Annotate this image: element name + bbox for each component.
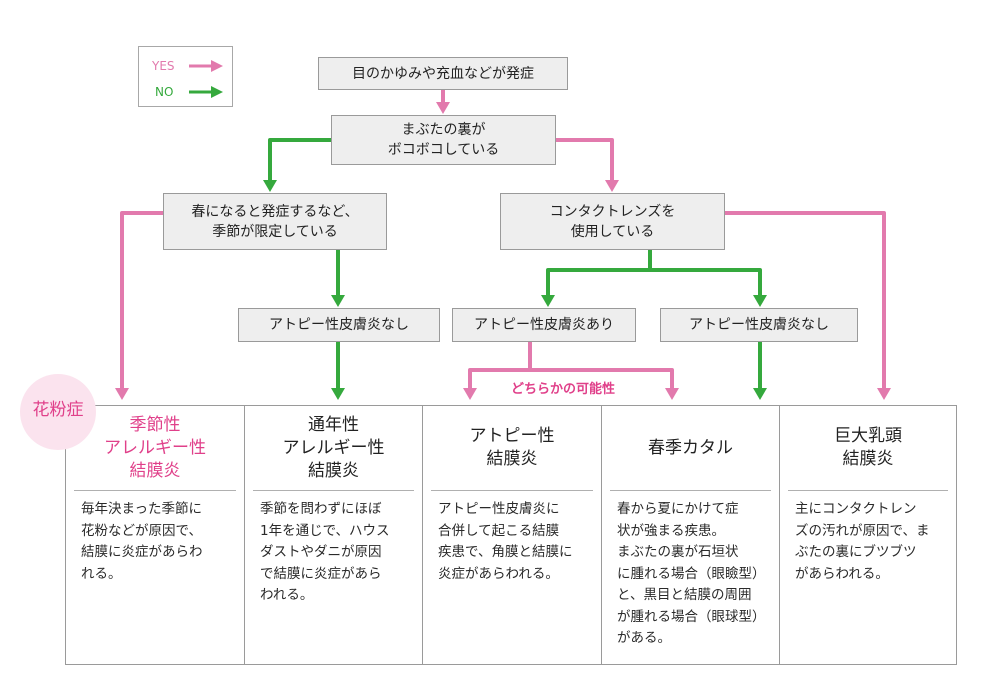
legend-no-arrow-icon: [189, 86, 223, 98]
result-divider: [431, 490, 593, 491]
arrow-eyelid-to-seasonal-head: [263, 180, 277, 192]
legend-yes-label: YES: [152, 59, 175, 73]
result-column-spring-catarrh: 春季カタル 春から夏にかけて症 状が強まる疾患。 まぶたの裏が石垣状 に腫れる場…: [601, 406, 779, 664]
arrow-eyelid-to-seasonal: [263, 138, 331, 192]
arrow-contact-lens-to-giant-papillary: [725, 211, 891, 400]
result-divider: [788, 490, 948, 491]
arrow-atopy-none-left-to-perennial-allergy-head: [331, 388, 345, 400]
either-possibility-label: どちらかの可能性: [510, 382, 615, 397]
result-description: 春から夏にかけて症 状が強まる疾患。 まぶたの裏が石垣状 に腫れる場合（眼瞼型）…: [617, 501, 766, 646]
node-contact-lens: コンタクトレンズを 使用している: [500, 193, 725, 250]
arrow-contact-lens-to-giant-papillary-head: [877, 388, 891, 400]
arrow-atopy-none-right-to-spring-catarrh: [753, 342, 767, 400]
arrow-seasonal-to-seasonal-allergy: [115, 211, 163, 400]
arrow-atopy-yes-to-atopic-line: [468, 342, 532, 389]
node-eyelid-bumpy: まぶたの裏が ボコボコしている: [331, 115, 556, 165]
arrow-contact-lens-to-atopy-none-right-line: [650, 268, 762, 296]
result-description: 季節を問わずにほぼ 1年を通じで、ハウス ダストやダニが原因 で結膜に炎症があら…: [260, 501, 390, 603]
result-column-giant-papillary: 巨大乳頭 結膜炎 主にコンタクトレン ズの汚れが原因で、ま ぶたの裏にブツブツ …: [779, 406, 956, 664]
result-title: 通年性 アレルギー性 結膜炎: [282, 414, 385, 481]
arrow-contact-lens-to-atopy-yes: [541, 250, 652, 307]
arrow-contact-lens-to-atopy-yes-line: [546, 250, 652, 296]
arrow-contact-lens-to-atopy-none-right-head: [753, 295, 767, 307]
result-title: 春季カタル: [648, 437, 733, 458]
arrow-eyelid-to-seasonal-line: [268, 138, 331, 181]
arrow-start-to-eyelid: [436, 90, 450, 114]
result-title: アトピー性 結膜炎: [469, 426, 555, 469]
arrow-atopy-yes-to-spring-catarrh-head: [665, 388, 679, 400]
arrow-atopy-yes-to-atopic-head: [463, 388, 477, 400]
result-divider: [610, 490, 771, 491]
node-atopy-none-right: アトピー性皮膚炎なし: [660, 308, 858, 342]
arrow-contact-lens-to-giant-papillary-line: [725, 211, 886, 389]
legend-yes-arrow-head: [211, 60, 223, 72]
arrow-seasonal-to-seasonal-allergy-head: [115, 388, 129, 400]
pollen-allergy-badge: 花粉症: [20, 374, 96, 450]
arrow-atopy-none-left-to-perennial-allergy: [331, 342, 345, 400]
result-column-perennial-allergic: 通年性 アレルギー性 結膜炎 季節を問わずにほぼ 1年を通じで、ハウス ダストや…: [244, 406, 422, 664]
arrow-contact-lens-to-atopy-none-right: [650, 268, 767, 307]
arrow-atopy-none-right-to-spring-catarrh-head: [753, 388, 767, 400]
arrow-atopy-yes-to-atopic: [463, 342, 532, 400]
result-table: 季節性 アレルギー性 結膜炎 毎年決まった季節に 花粉などが原因で、 結膜に炎症…: [65, 405, 957, 665]
result-description: 主にコンタクトレン ズの汚れが原因で、ま ぶたの裏にブツブツ があらわれる。: [795, 501, 930, 582]
arrow-eyelid-to-contact-lens-head: [605, 180, 619, 192]
arrow-seasonal-to-atopy-none-left: [331, 250, 345, 307]
result-divider: [74, 490, 236, 491]
arrow-atopy-yes-to-spring-catarrh-line: [530, 368, 674, 389]
arrow-seasonal-to-seasonal-allergy-line: [120, 211, 163, 389]
legend: YES NO: [138, 46, 233, 107]
arrow-eyelid-to-contact-lens: [556, 138, 619, 192]
legend-yes-arrow-icon: [189, 60, 223, 72]
result-description: 毎年決まった季節に 花粉などが原因で、 結膜に炎症があらわ れる。: [81, 501, 203, 582]
arrow-start-to-eyelid-head: [436, 102, 450, 114]
legend-no-arrow-head: [211, 86, 223, 98]
node-atopy-yes: アトピー性皮膚炎あり: [452, 308, 636, 342]
result-description: アトピー性皮膚炎に 合併して起こる結膜 疾患で、角膜と結膜に 炎症があらわれる。: [438, 501, 573, 582]
result-title: 巨大乳頭 結膜炎: [834, 426, 902, 469]
arrow-contact-lens-to-atopy-yes-head: [541, 295, 555, 307]
result-column-atopic: アトピー性 結膜炎 アトピー性皮膚炎に 合併して起こる結膜 疾患で、角膜と結膜に…: [422, 406, 601, 664]
node-start-symptoms: 目のかゆみや充血などが発症: [318, 57, 568, 90]
arrow-eyelid-to-contact-lens-line: [556, 138, 614, 181]
node-seasonal-onset: 春になると発症するなど、 季節が限定している: [163, 193, 387, 250]
legend-no-label: NO: [155, 85, 174, 99]
result-divider: [253, 490, 414, 491]
result-column-seasonal-allergic: 季節性 アレルギー性 結膜炎 毎年決まった季節に 花粉などが原因で、 結膜に炎症…: [66, 406, 244, 664]
arrow-seasonal-to-atopy-none-left-head: [331, 295, 345, 307]
arrow-atopy-yes-to-spring-catarrh: [530, 368, 679, 400]
result-title: 季節性 アレルギー性 結膜炎: [104, 414, 206, 481]
node-atopy-none-left: アトピー性皮膚炎なし: [238, 308, 440, 342]
